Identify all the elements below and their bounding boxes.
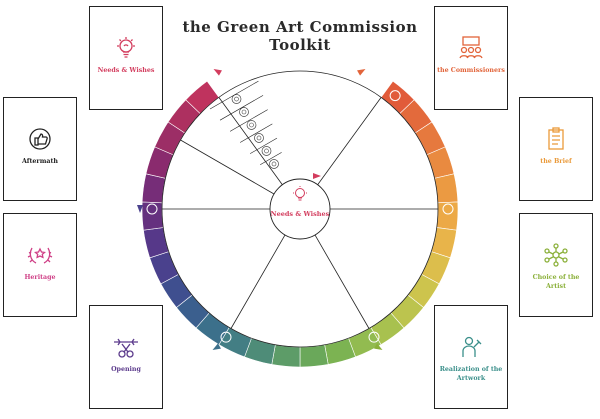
card-realization[interactable]: Realization of the Artwork — [434, 305, 508, 409]
spoke-line — [230, 234, 286, 329]
scissors-ribbon-icon — [90, 334, 162, 360]
worker-icon — [435, 334, 507, 360]
card-heritage[interactable]: Heritage — [3, 213, 77, 317]
clipboard-icon — [520, 126, 592, 152]
arrow-needs — [213, 69, 222, 76]
artist-network-icon — [520, 242, 592, 268]
ring-icon-realization — [220, 331, 232, 343]
cycle-arrows — [137, 69, 383, 350]
ring-segment — [436, 201, 459, 231]
cell-divider — [249, 137, 278, 154]
spoke-line — [317, 97, 382, 185]
card-aftermath[interactable]: Aftermath — [3, 97, 77, 201]
step-icon-inner — [241, 109, 247, 115]
card-label: the Commissioners — [437, 67, 505, 74]
cell-divider — [239, 123, 273, 143]
step-icon-inner — [256, 135, 262, 141]
group-icon — [435, 35, 507, 61]
center-label: Needs & Wishes — [271, 210, 330, 218]
ring-segment — [299, 344, 329, 368]
arrow-bottom-left — [212, 343, 221, 350]
wheel-spokes — [162, 97, 438, 329]
card-label: the Brief — [540, 158, 572, 165]
step-icon — [254, 133, 264, 143]
ring-icon-choice — [368, 331, 380, 343]
ring-icon-commissioners — [389, 90, 401, 102]
ring-segment — [141, 201, 164, 231]
ring-icon-brief — [442, 203, 454, 215]
center-lightbulb-icon — [293, 186, 307, 201]
step-icon-inner — [271, 161, 277, 167]
step-icon — [261, 146, 272, 156]
card-label: Realization of the Artwork — [439, 366, 503, 382]
spoke-line — [180, 139, 275, 195]
card-label: Aftermath — [22, 158, 58, 165]
step-icon — [239, 107, 249, 117]
cell-divider — [260, 152, 282, 166]
card-commissioners[interactable]: the Commissioners — [434, 6, 508, 110]
thumbs-up-icon — [4, 126, 76, 152]
ring-segment — [434, 173, 459, 204]
card-choice-artist[interactable]: Choice of the Artist — [519, 213, 593, 317]
ring-icon-needs — [216, 77, 228, 89]
card-opening[interactable]: Opening — [89, 305, 163, 409]
cell-divider — [229, 109, 268, 132]
arrow-left — [137, 205, 143, 213]
ring-step-icons — [146, 77, 454, 343]
center-hub — [269, 178, 331, 240]
card-label: Choice of the Artist — [532, 274, 580, 290]
step-icon — [269, 159, 279, 169]
card-label: Needs & Wishes — [97, 67, 155, 74]
inner-circle — [161, 70, 439, 348]
laurel-icon — [4, 242, 76, 268]
arrow-center — [313, 173, 321, 179]
card-label: Heritage — [24, 274, 56, 281]
spoke-line — [314, 234, 370, 329]
cell-divider — [219, 95, 264, 121]
step-icon-inner — [234, 96, 239, 102]
arrow-bottom-right — [374, 343, 383, 350]
ring-icon-opening — [146, 203, 158, 215]
lightbulb-icon — [90, 35, 162, 61]
step-icon-inner — [249, 122, 254, 128]
card-needs-wishes[interactable]: Needs & Wishes — [89, 6, 163, 110]
inner-step-icons — [209, 80, 282, 169]
step-icon — [246, 120, 257, 130]
card-brief[interactable]: the Brief — [519, 97, 593, 201]
ring-segment — [141, 173, 166, 204]
page-title: the Green Art Commission Toolkit — [182, 18, 418, 54]
step-icon-inner — [264, 148, 269, 154]
step-icon — [231, 94, 242, 104]
ring-segment — [271, 344, 301, 368]
spoke-line — [218, 97, 283, 185]
arrow-commissioners — [357, 69, 366, 76]
card-label: Opening — [111, 366, 141, 373]
cell-divider — [209, 80, 259, 110]
